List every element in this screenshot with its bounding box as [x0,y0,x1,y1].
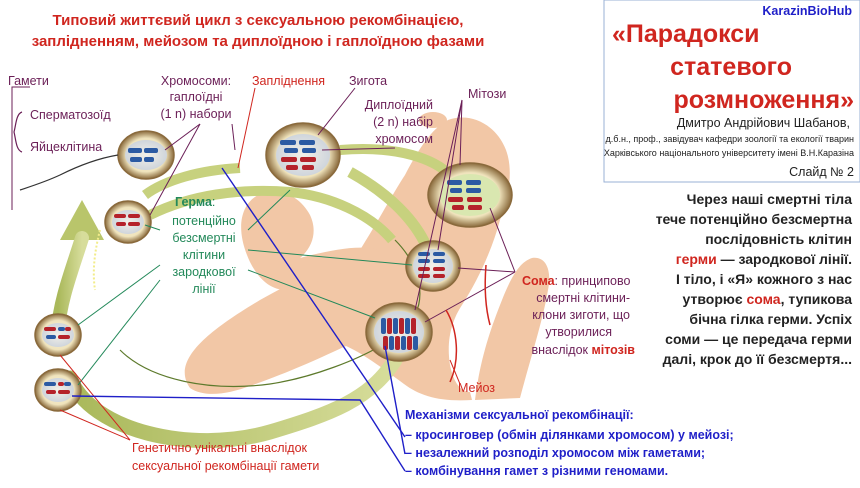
label-diploid-1: Диплоїдний [365,98,433,112]
label-egg: Яйцеклітина [30,140,102,154]
quote-line-3: послідовність клітин [705,231,852,247]
label-chromosomes-3: (1 n) набори [160,107,231,121]
quote-line-7: бічна гілка герми. Успіх [689,311,852,327]
sperm-tail [19,154,119,191]
lifecycle-cycle-arrow [62,352,403,449]
germ-line-1: потенційно [172,214,236,228]
germ-line-4: зародкової [172,265,236,279]
brand-label: KarazinBioHub [762,4,852,18]
gametes-brace [13,111,23,153]
cycle-arrowhead-up [60,200,104,240]
mechanisms-title: Механізми сексуальної рекомбінації: [405,408,634,422]
quote-line-6: утворює сома, тупикова [683,291,853,307]
quote-line-5: І тіло, і «Я» кожного з нас [676,271,852,287]
recombinant-gamete-cell-1 [34,313,82,357]
meiosis-cell [365,302,433,362]
soma-label: Сома: принципово [522,274,630,288]
label-gametes: Гамети [8,74,49,88]
slide-title: Типовий життєвий цикл з сексуальною реко… [32,12,485,50]
title-line-1: Типовий життєвий цикл з сексуальною реко… [53,12,464,29]
label-chromosomes-1: Хромосоми: [161,74,231,88]
germ-line-2: безсмертні [172,231,235,245]
quote-line-4: герми — зародкової лінії. [676,251,852,267]
author-affiliation-2: Харківського національного університету … [604,148,854,158]
soma-line-2: смертні клітини- [536,291,630,305]
label-mitoses: Мітози [468,87,506,101]
leader-lines [11,86,516,472]
germ-line-5: лінії [192,282,216,296]
haploid-gamete-cell [117,130,175,180]
germline-arc [147,185,396,244]
label-meiosis: Мейоз [458,381,495,395]
heading-line-3: розмноження» [673,86,854,114]
body-silhouette [184,112,550,401]
mechanism-crossing-over: – кросинговер (обмін ділянками хромосом)… [405,428,734,442]
genetic-unique-line-1: Генетично унікальні внаслідок [132,441,308,455]
mitosis-cell [405,240,461,292]
header-box [603,0,860,183]
title-line-2: заплідненням, мейозом та диплоїдною і га… [32,33,485,50]
genetic-unique-line-2: сексуальної рекомбінації гамети [132,459,319,473]
recombinant-gamete-cell-2 [34,368,82,412]
zygote-cell [265,122,341,188]
soma-line-5: внаслідок мітозів [531,343,635,357]
heading-line-1: «Парадокси [612,20,760,48]
germ-line-3: клітини [183,248,225,262]
label-zygote: Зигота [349,74,387,88]
slide-number: Слайд № 2 [789,165,854,179]
germ-label: Герма: [175,195,215,209]
author-affiliation-1: д.б.н., проф., завідувач кафедри зоологі… [606,134,854,144]
meiosis-bracket [445,309,458,383]
quote-line-1: Через наші смертні тіла [687,191,853,207]
quote-line-9: далі, крок до її безсмертя... [663,351,852,367]
soma-line-4: утворилися [545,325,612,339]
label-diploid-3: хромосом [375,132,433,146]
label-sperm: Сперматозоїд [30,108,111,122]
heading-line-2: статевого [670,53,792,81]
label-fertilization: Запліднення [252,74,325,88]
mechanism-gamete-combination: – комбінування гамет з різними геномами. [405,464,668,478]
egg-cell [104,200,152,244]
soma-line-3: клони зиготи, що [532,308,630,322]
label-diploid-2: (2 n) набір [373,115,433,129]
quote-line-2: тече потенційно безсмертна [656,211,853,227]
label-chromosomes-2: гаплоїдні [170,90,223,104]
author-name: Дмитро Андрійович Шабанов, [677,116,850,130]
mechanism-independent-assortment: – незалежний розподіл хромосом між гамет… [405,446,705,460]
quote-line-8: соми — це передача герми [665,331,852,347]
